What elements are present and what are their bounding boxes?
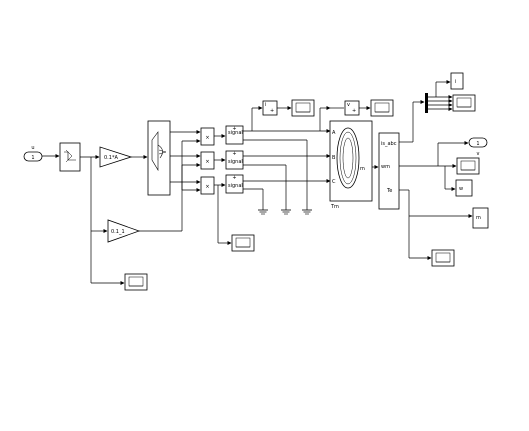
voltage-sensor-block[interactable]: v +: [344, 100, 360, 116]
scope-speed[interactable]: [456, 157, 480, 175]
product-block-b[interactable]: ×: [200, 151, 215, 170]
svg-text:signal: signal: [228, 159, 243, 165]
svg-text:v: v: [347, 102, 350, 108]
scope-torque[interactable]: [431, 249, 455, 267]
output-w-block[interactable]: w: [455, 179, 473, 197]
scope-input[interactable]: [124, 273, 148, 291]
svg-text:+: +: [232, 151, 236, 157]
svg-text:+: +: [232, 175, 236, 181]
outport-1[interactable]: 1 v: [468, 137, 488, 157]
svg-text:Tm: Tm: [330, 204, 339, 210]
svg-text:m: m: [360, 166, 365, 172]
controlled-source-a[interactable]: signal +: [225, 125, 244, 145]
gain-wr-label: 0.1_1: [111, 229, 125, 235]
svg-text:m: m: [476, 215, 481, 221]
svg-text:Te: Te: [386, 188, 392, 194]
svg-text:B: B: [332, 155, 336, 161]
machine-block[interactable]: A B C m Tm: [329, 120, 373, 210]
output-m-block[interactable]: m: [472, 207, 489, 229]
current-sensor-block[interactable]: i +: [262, 100, 278, 116]
controlled-source-b[interactable]: signal +: [225, 150, 244, 170]
svg-text:×: ×: [205, 159, 209, 165]
scope-current[interactable]: [291, 99, 315, 117]
svg-text:is_abc: is_abc: [381, 141, 397, 147]
gain-ia-label: 0.1*A: [104, 155, 118, 161]
svg-text:1: 1: [476, 141, 479, 147]
svg-text:C: C: [332, 179, 336, 185]
ground-2: [280, 203, 292, 215]
machine-measurement-demux[interactable]: is_abc wm Te: [378, 132, 400, 210]
outport-label: v: [477, 151, 480, 157]
input-subsystem-block[interactable]: [59, 142, 81, 172]
controlled-source-c[interactable]: signal +: [225, 174, 244, 194]
svg-text:+: +: [352, 108, 356, 114]
svg-text:1: 1: [31, 155, 34, 161]
svg-text:i: i: [455, 79, 456, 85]
product-block-a[interactable]: ×: [200, 127, 215, 146]
scope-stator-current[interactable]: [452, 94, 476, 112]
inport-u[interactable]: 1 u: [23, 145, 43, 162]
product-block-c[interactable]: ×: [200, 176, 215, 195]
svg-text:+: +: [270, 108, 274, 114]
svg-text:×: ×: [205, 135, 209, 141]
svg-text:wm: wm: [381, 164, 390, 170]
scope-source-signal[interactable]: [231, 234, 255, 252]
scope-voltage[interactable]: [370, 99, 394, 117]
inport-label: u: [31, 145, 34, 151]
svg-text:i: i: [265, 102, 266, 108]
svg-text:w: w: [459, 186, 463, 192]
ground-3: [301, 203, 313, 215]
svg-text:signal: signal: [228, 130, 243, 136]
svg-text:signal: signal: [228, 183, 243, 189]
ground-1: [257, 203, 269, 215]
gain-wr-block[interactable]: 0.1_1: [107, 219, 141, 243]
output-i-block[interactable]: i: [450, 72, 464, 90]
gain-ia-block[interactable]: 0.1*A: [99, 146, 133, 168]
svg-text:A: A: [332, 130, 336, 136]
svg-text:+: +: [232, 126, 236, 132]
bus-selector[interactable]: [425, 93, 428, 113]
svg-text:×: ×: [205, 184, 209, 190]
waveform-generator-block[interactable]: [147, 120, 171, 196]
